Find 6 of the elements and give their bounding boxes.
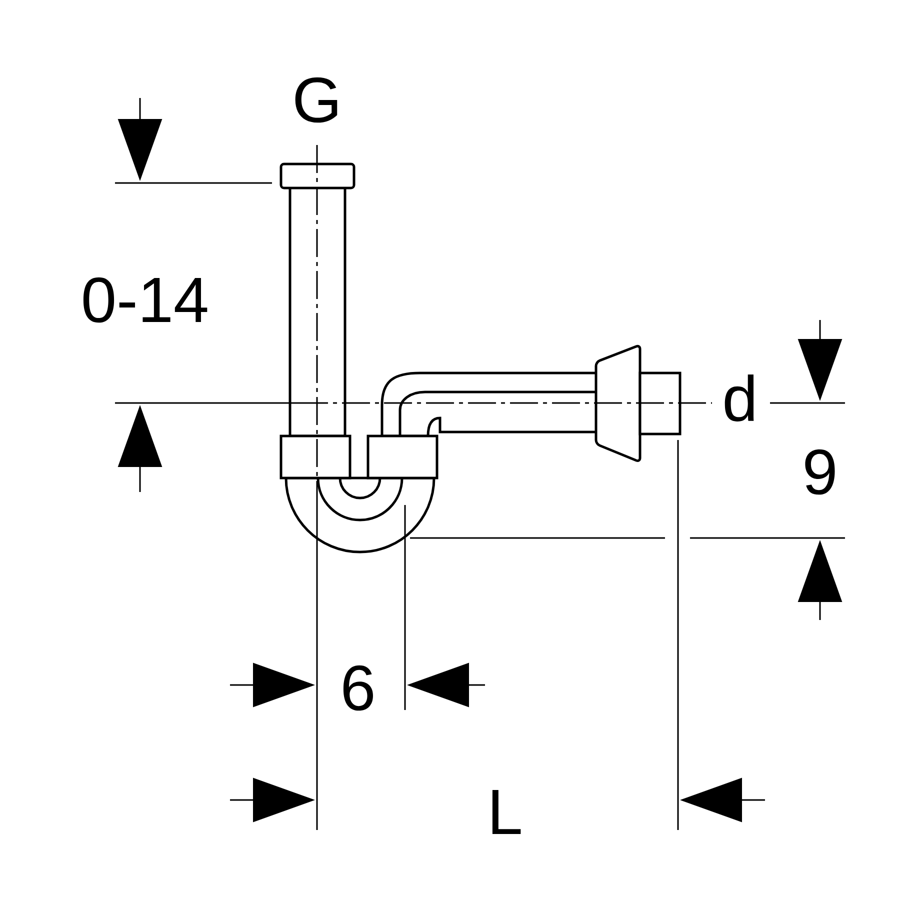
dimension-label: 6 <box>343 665 373 711</box>
dimension-label: G <box>295 77 338 123</box>
dimension-label: 9 <box>805 449 835 495</box>
dimension-label: L <box>492 790 521 834</box>
dimension-label: 0-14 <box>83 277 208 323</box>
dimension-label: d <box>724 374 754 422</box>
